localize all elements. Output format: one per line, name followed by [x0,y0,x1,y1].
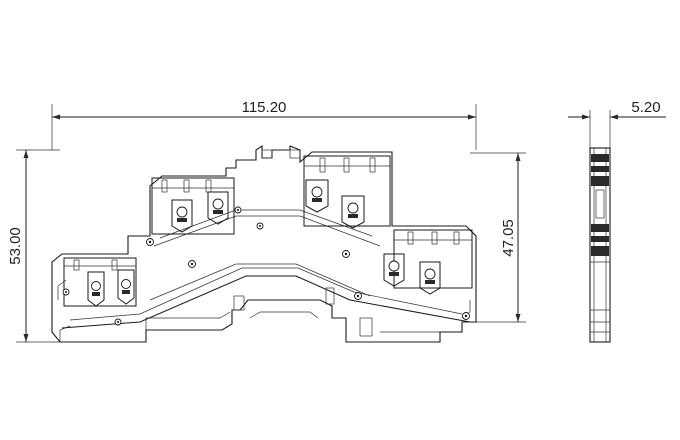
dimension-height-right-label: 47.05 [500,219,517,257]
dimension-width: 115.20 [51,99,477,150]
clamp-module-right [383,229,473,295]
dimension-thickness-label: 5.20 [631,99,660,116]
dimension-height-right: 47.05 [470,152,526,323]
clamp-module-left [63,257,137,307]
clamp-module-upper-left [151,177,235,235]
terminal-body-front [51,144,477,343]
dimension-thickness: 5.20 [568,99,666,148]
rivet-holes [62,206,470,326]
dimension-height-left: 53.00 [7,149,60,343]
dimension-height-left-label: 53.00 [7,227,24,265]
dimension-width-label: 115.20 [242,99,287,116]
clamp-module-upper-right [303,155,391,229]
terminal-body-side [589,147,611,343]
